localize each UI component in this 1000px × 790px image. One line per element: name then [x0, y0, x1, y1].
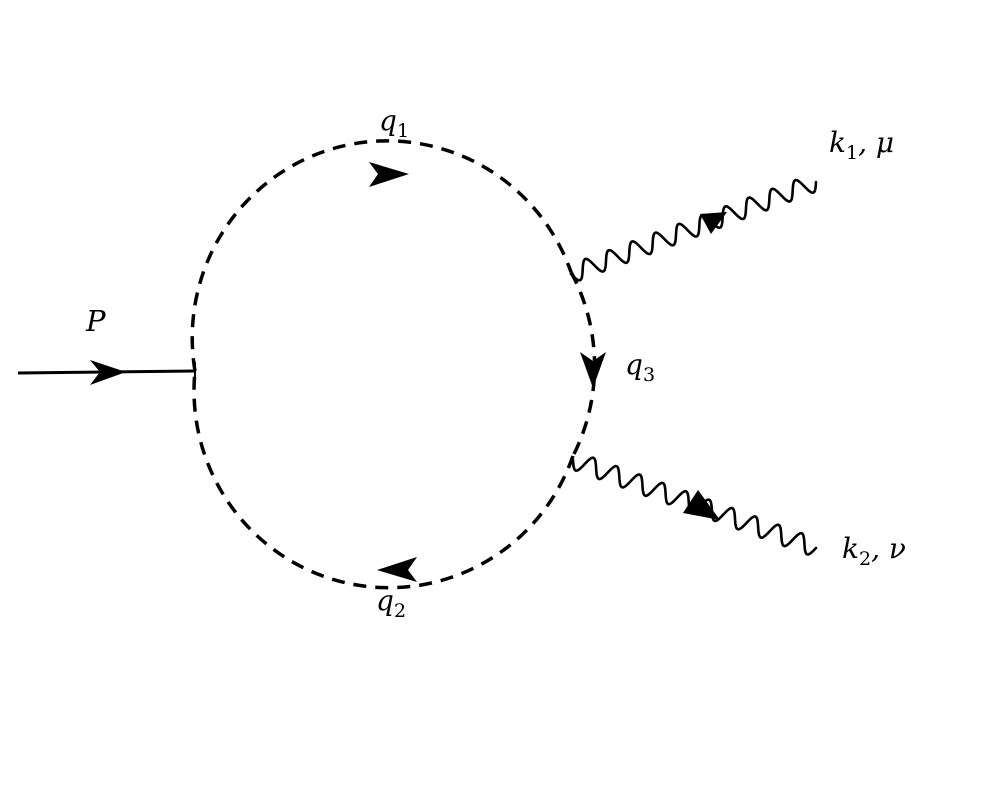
- q2-arrow: [377, 557, 417, 582]
- photon-k2-arrow: [683, 490, 720, 520]
- label-p: P: [85, 304, 106, 338]
- q1-arrow: [369, 162, 409, 187]
- label-k2-nu: k2, ν: [842, 532, 906, 570]
- photon-k1-line: [569, 178, 818, 282]
- label-k1-mu: k1, μ: [829, 126, 894, 164]
- incoming-arrow: [90, 360, 126, 385]
- loop-bottom-arc: [192, 370, 575, 590]
- q3-arrow: [580, 352, 606, 388]
- label-q3: q3: [625, 348, 655, 386]
- label-q2: q2: [376, 584, 406, 622]
- loop-top-arc: [190, 139, 573, 372]
- photon-k1-arrow: [700, 212, 727, 234]
- label-q1: q1: [379, 104, 409, 142]
